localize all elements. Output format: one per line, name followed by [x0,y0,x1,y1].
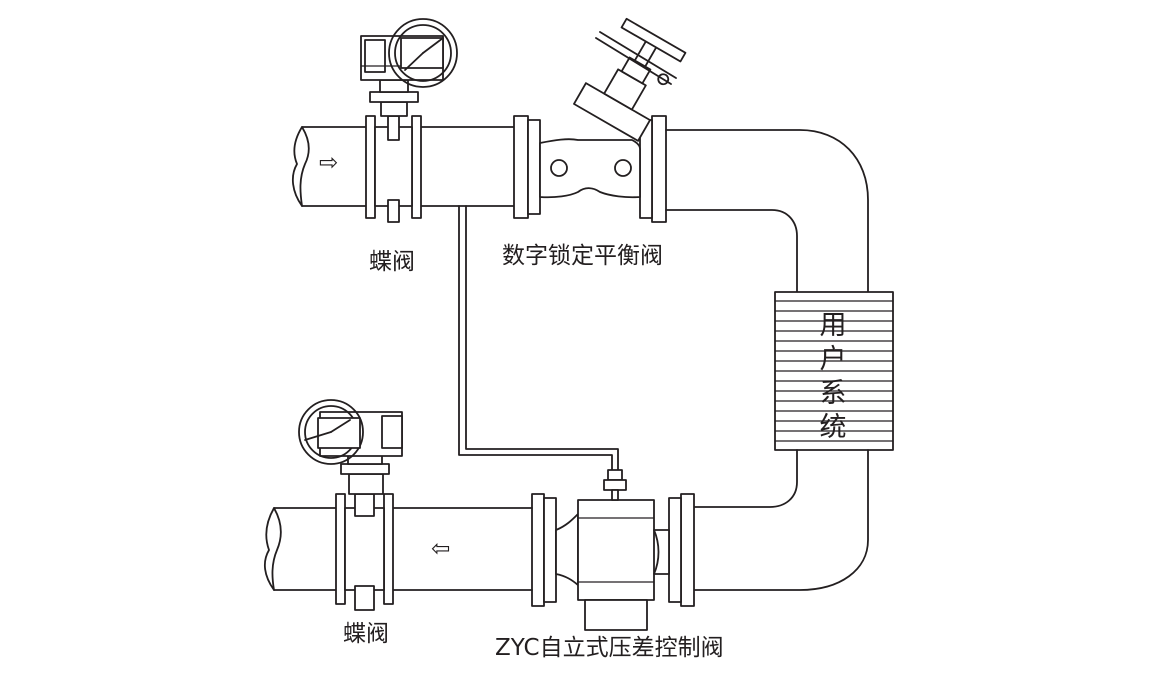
return-pipe [263,507,533,591]
user-system [774,291,894,451]
user-system-label: 用 户 系 统 [820,310,847,443]
supply-loop-pipe [665,129,869,293]
balance-valve-label: 数字锁定平衡阀 [502,243,663,269]
pressure-control-valve [531,469,695,631]
butterfly-valve-bottom [298,399,403,611]
butterfly-valve-top-label: 蝶阀 [369,249,415,275]
return-flow-arrow: ⇦ [431,536,450,562]
user-system-char-3: 系 [820,378,847,409]
pressure-control-valve-label: ZYC自立式压差控制阀 [495,635,724,661]
user-system-char-1: 用 [820,310,847,341]
balance-valve [513,17,687,223]
supply-pipe [291,126,516,207]
supply-flow-arrow: ⇨ [319,150,338,176]
butterfly-valve-bottom-label: 蝶阀 [343,621,389,647]
return-loop-pipe [693,449,869,591]
user-system-char-4: 统 [820,412,847,443]
butterfly-valve-top [360,18,458,223]
user-system-char-2: 户 [820,344,847,375]
impulse-tube [458,205,619,471]
